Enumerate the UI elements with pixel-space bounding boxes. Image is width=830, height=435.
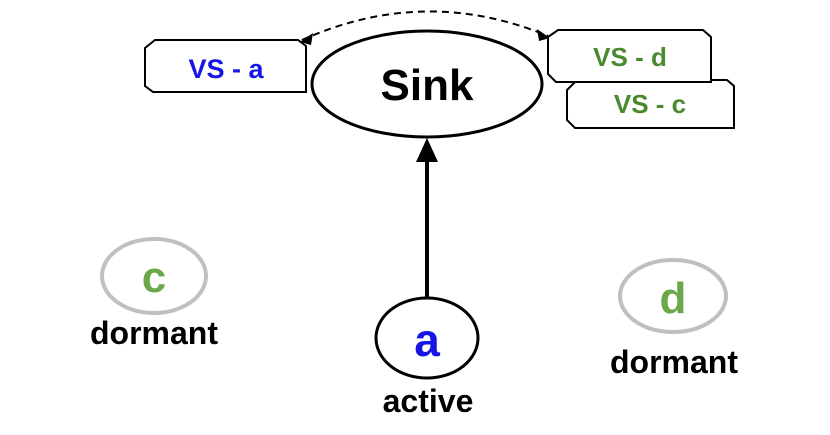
sink-node: Sink: [310, 29, 544, 139]
arrow-a-to-sink-head: [416, 138, 438, 162]
dashed-link-arrowhead-right: [537, 29, 550, 41]
node-d-letter: d: [660, 274, 687, 323]
vs-box-a-label: VS - a: [188, 54, 264, 84]
node-d: d: [618, 258, 728, 334]
node-c-state: dormant: [90, 315, 218, 351]
node-a: a: [374, 296, 480, 380]
vs-box-c: VS - c: [566, 79, 735, 129]
node-c: c: [100, 237, 208, 315]
vs-box-d-label: VS - d: [593, 42, 667, 72]
vs-box-d: VS - d: [547, 29, 712, 83]
dashed-link-arrowhead-left: [300, 33, 313, 45]
node-a-letter: a: [414, 314, 440, 366]
node-a-state: active: [383, 383, 474, 419]
vs-box-c-label: VS - c: [614, 89, 686, 119]
dashed-link: [301, 10, 549, 41]
node-d-state: dormant: [610, 344, 738, 380]
sink-label: Sink: [381, 61, 474, 110]
vs-box-a: VS - a: [144, 39, 307, 93]
node-c-letter: c: [142, 253, 166, 302]
